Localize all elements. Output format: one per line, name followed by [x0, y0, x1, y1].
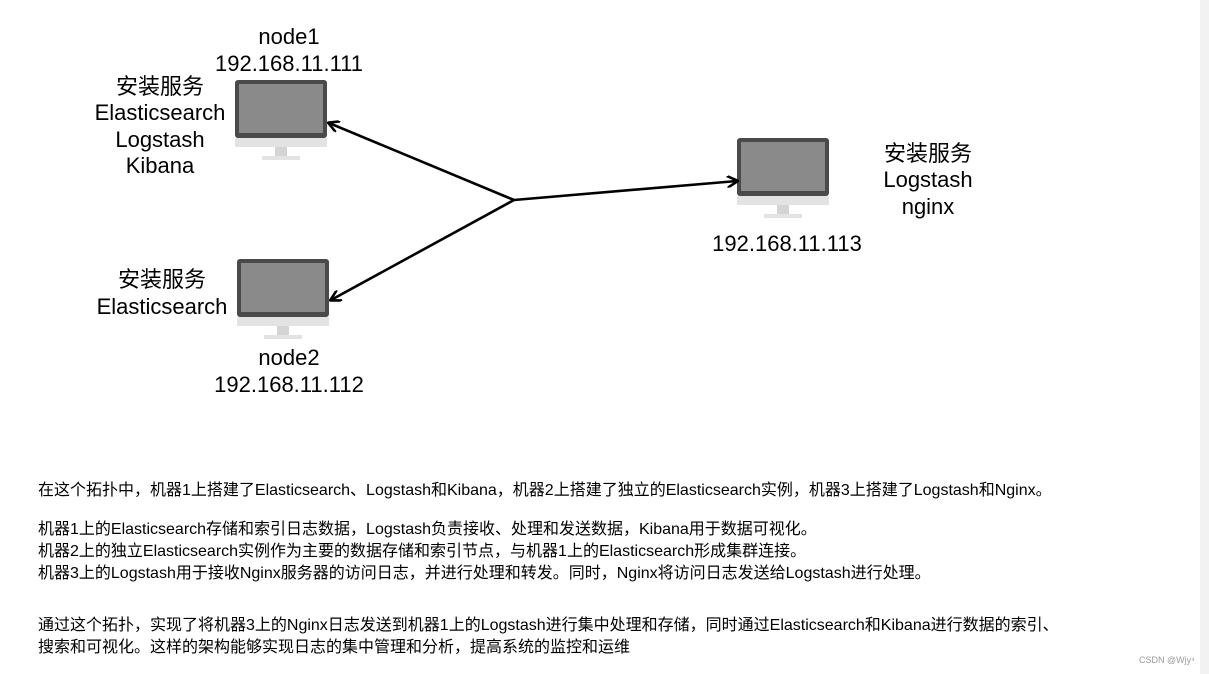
description-line-2c: 机器3上的Logstash用于接收Nginx服务器的访问日志，并进行处理和转发。…: [38, 565, 931, 582]
node1-service-elasticsearch: Elasticsearch: [94, 100, 226, 125]
watermark: CSDN @Wjy⁴: [1139, 655, 1195, 665]
node2-services-title: 安装服务: [117, 267, 206, 292]
node1-name: node1: [258, 24, 320, 49]
node3-computer-icon: [737, 138, 829, 218]
arrow-to-node3: [513, 181, 737, 202]
description-line-2b: 机器2上的独立Elasticsearch实例作为主要的数据存储和索引节点，与机器…: [38, 543, 807, 560]
arrow-to-node1: [329, 123, 515, 202]
node2-service-elasticsearch: Elasticsearch: [96, 294, 228, 319]
description-line-3a: 通过这个拓扑，实现了将机器3上的Nginx日志发送到机器1上的Logstash进…: [38, 617, 1059, 634]
topology-diagram: [235, 80, 829, 339]
description-paragraph-1: 在这个拓扑中，机器1上搭建了Elasticsearch、Logstash和Kib…: [38, 482, 1052, 499]
description-line-2a: 机器1上的Elasticsearch存储和索引日志数据，Logstash负责接收…: [38, 521, 817, 538]
node3-service-logstash: Logstash: [883, 167, 973, 192]
node3-services-title: 安装服务: [883, 141, 972, 166]
page-edge-strip: [1200, 0, 1209, 674]
arrow-to-node2: [331, 198, 515, 300]
node1-service-kibana: Kibana: [125, 153, 195, 178]
node2-name: node2: [258, 345, 320, 370]
node3-ip: 192.168.11.113: [712, 231, 862, 256]
node1-service-logstash: Logstash: [115, 127, 205, 152]
node1-ip: 192.168.11.111: [214, 51, 364, 76]
description-line-3b: 搜索和可视化。这样的架构能够实现日志的集中管理和分析，提高系统的监控和运维: [38, 639, 631, 656]
node2-ip: 192.168.11.112: [214, 372, 364, 397]
node3-service-nginx: nginx: [901, 194, 955, 219]
node1-services-title: 安装服务: [115, 74, 204, 99]
